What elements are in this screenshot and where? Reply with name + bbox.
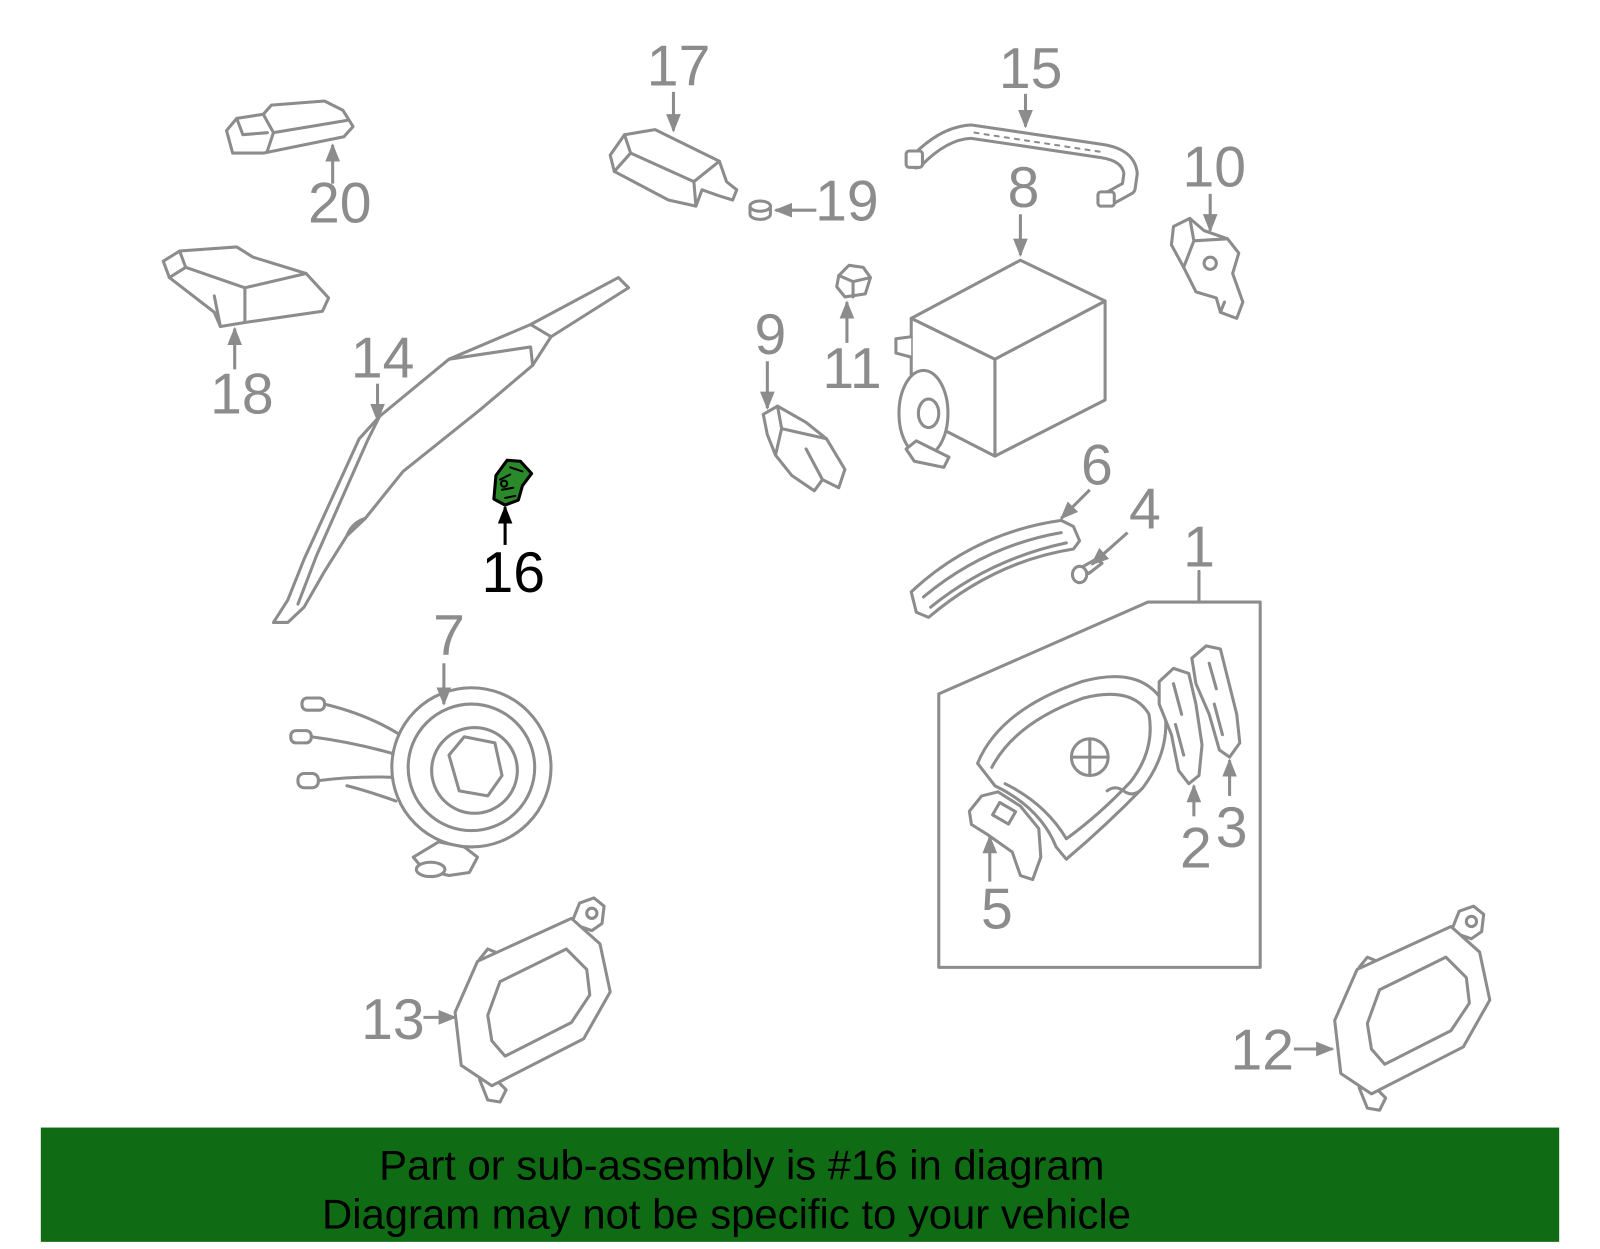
part-7-middle-ring: [406, 702, 537, 833]
callout-7-label: 7: [433, 604, 465, 668]
part-12-inner: [1365, 955, 1471, 1066]
part-17-detail: [612, 133, 721, 208]
part-14-detail: [296, 322, 553, 606]
part-7: 7: [289, 604, 553, 879]
part-9-detail: [773, 404, 829, 482]
part-16-hole: [500, 479, 509, 488]
callout-15-label: 15: [999, 37, 1063, 101]
part-12-tab-hole: [1464, 914, 1479, 929]
part-20-body: [225, 99, 355, 155]
part-9-body: [761, 404, 847, 493]
callout-18-label: 18: [210, 362, 274, 426]
part-7-inner-ring: [430, 726, 519, 815]
part-19: 19: [748, 169, 879, 233]
part-6-detail: [921, 531, 1068, 609]
callout-9-label: 9: [755, 303, 787, 367]
callout-14-label: 14: [351, 327, 415, 391]
part-14: 14: [271, 276, 631, 624]
part-15-tube-fill: [911, 126, 1136, 205]
part-3-detail: [1207, 661, 1224, 737]
part-14-body: [271, 276, 631, 624]
part-5-body: [967, 790, 1043, 882]
part-15: 15: [904, 37, 1139, 208]
part-7-connector: [289, 729, 313, 745]
part-7-connector: [296, 771, 320, 790]
part-2-body: [1157, 666, 1204, 786]
part-7-connector: [300, 696, 327, 712]
part-7-hub: [447, 735, 504, 798]
part-8: 8: [894, 156, 1107, 469]
part-10: 10: [1169, 136, 1247, 320]
part-9: 9: [755, 303, 847, 493]
part-15-end-fitting: [1096, 190, 1116, 208]
part-6-body: [909, 518, 1082, 619]
part-18: 18: [161, 245, 331, 426]
callout-17-label: 17: [647, 35, 711, 99]
callout-10-label: 10: [1183, 136, 1247, 200]
part-8-bracket: [904, 439, 951, 469]
callout-3-label: 3: [1216, 796, 1248, 860]
callout-19-label: 19: [815, 169, 879, 233]
part-1-box-outline: [937, 600, 1262, 969]
callout-8-label: 8: [1008, 156, 1040, 220]
callout-13-label: 13: [361, 988, 425, 1052]
info-banner: Part or sub-assembly is #16 in diagram D…: [40, 1127, 1560, 1242]
part-18-detail: [167, 249, 308, 329]
steering-pad-emblem-cross: [1071, 739, 1108, 776]
part-15-braid: [973, 131, 1104, 154]
part-19-top: [748, 199, 772, 213]
callout-4-arrow: [1090, 531, 1129, 566]
part-3-body: [1190, 644, 1242, 759]
callout-4-label: 4: [1129, 478, 1161, 542]
part-7-wires: [309, 702, 402, 803]
part-8-drum-hub: [916, 397, 941, 430]
part-16-detail: [498, 466, 524, 499]
info-banner-line-2: Diagram may not be specific to your vehi…: [322, 1191, 1131, 1238]
part-7-bottom-plug: [414, 860, 447, 879]
callout-5-label: 5: [981, 878, 1013, 942]
part-12: 12: [1230, 904, 1492, 1112]
part-16-body: [492, 458, 534, 507]
part-6: 6: [909, 434, 1113, 619]
part-12-body: [1333, 925, 1492, 1096]
part-13-inner: [486, 947, 592, 1058]
part-13-tab-hole: [585, 906, 599, 920]
part-10-hole: [1202, 255, 1218, 271]
part-8-tab: [894, 335, 913, 359]
callout-6-label: 6: [1081, 434, 1113, 498]
steering-pad-inner: [990, 692, 1152, 841]
part-10-detail: [1182, 216, 1230, 314]
callout-11-label: 11: [822, 337, 881, 401]
callout-12-label: 12: [1230, 1018, 1294, 1082]
part-15-end-fitting: [904, 149, 924, 169]
part-20-detail: [235, 112, 349, 153]
part-20: 20: [225, 99, 372, 235]
callout-16-label: 16: [481, 541, 545, 605]
callout-1-label: 1: [1183, 515, 1215, 579]
part-5-button: [991, 800, 1018, 826]
part-1-assembly: 1 2 3 5: [937, 515, 1262, 969]
steering-pad-body: [976, 675, 1168, 861]
part-13-body: [453, 916, 612, 1088]
part-4: 4: [1070, 478, 1161, 585]
part-17-body: [608, 128, 739, 208]
callout-20-label: 20: [308, 171, 372, 235]
part-4-head: [1070, 564, 1089, 585]
part-11: 11: [822, 263, 882, 401]
part-2-detail: [1171, 682, 1186, 757]
part-13: 13: [361, 896, 612, 1104]
part-11-detail: [837, 273, 872, 299]
part-17: 17: [608, 35, 739, 208]
part-16-highlighted: 16: [481, 458, 545, 605]
info-banner-background: [40, 1127, 1560, 1242]
steering-pad-wave: [1105, 786, 1142, 796]
info-banner-line-1: Part or sub-assembly is #16 in diagram: [379, 1142, 1104, 1189]
callout-6-arrow: [1059, 488, 1091, 520]
callout-2-label: 2: [1180, 816, 1212, 880]
